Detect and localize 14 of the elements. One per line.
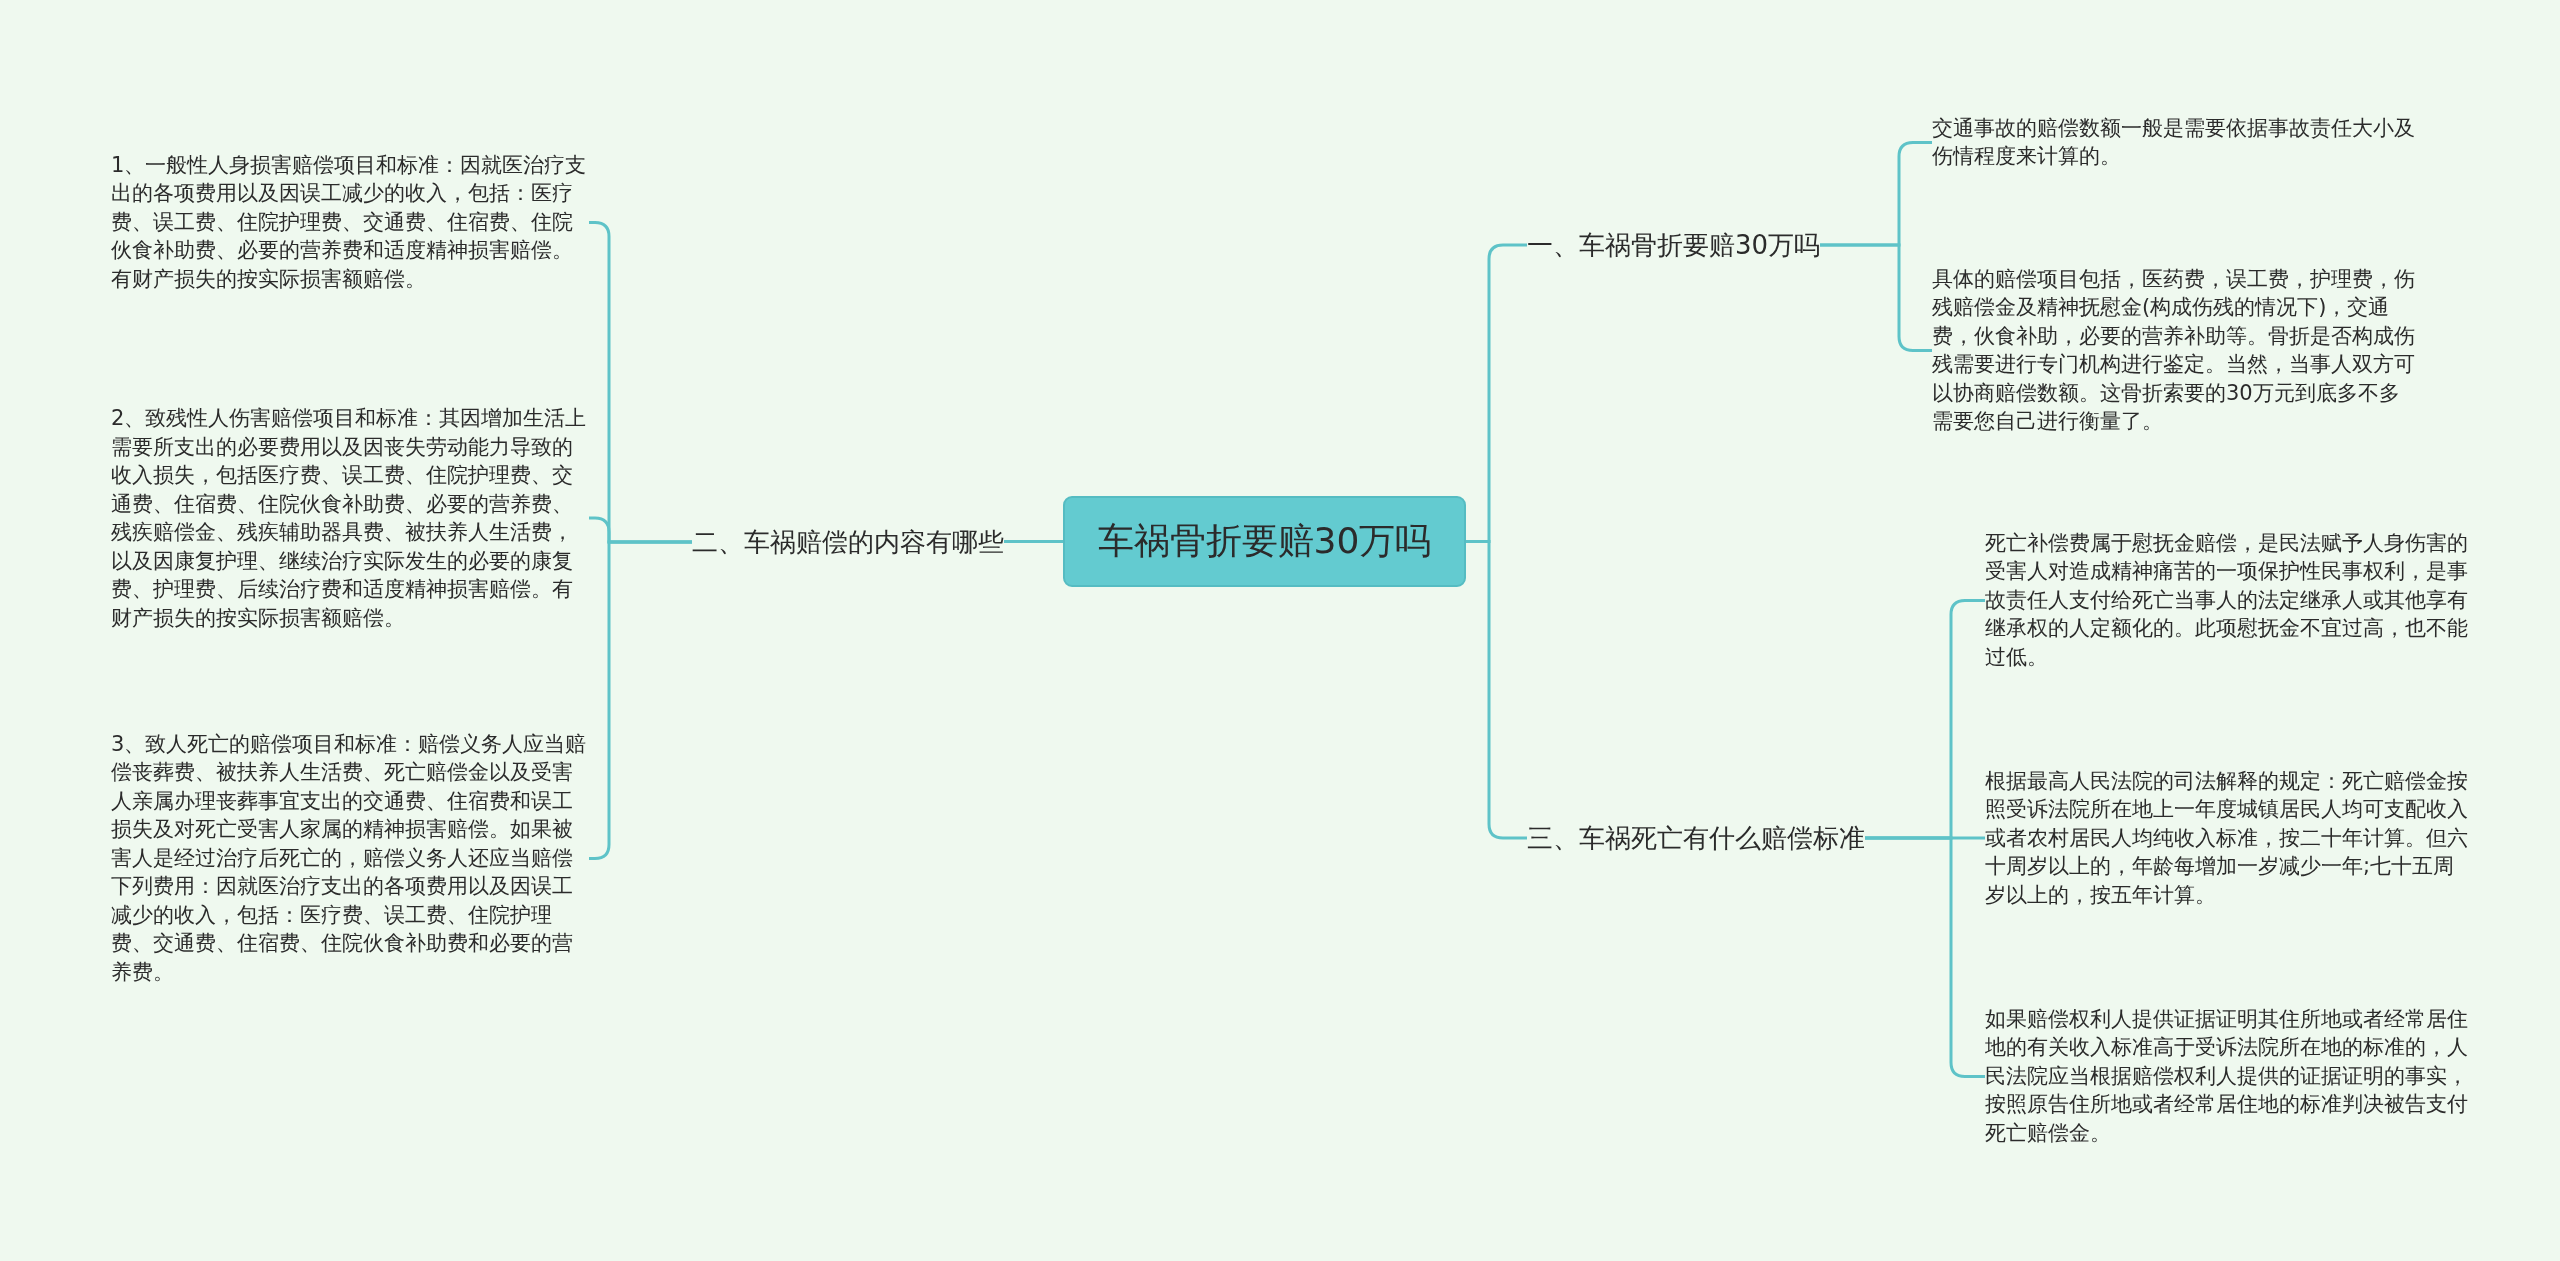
note-text: 具体的赔偿项目包括，医药费，误工费，护理费，伤残赔偿金及精神抚慰金(构成伤残的情况下)，交通费，伙食补助，必要的营养补助等。骨折是否构成伤残需要进行专门机构进行鉴定。当然，当事人双方可以协商赔偿数额。这骨折索要的30万元到底多不多需要您自己进行衡量了。 [1932,264,2417,436]
central-topic-box: 车祸骨折要赔30万吗 [1063,495,1466,587]
note-text: 如果赔偿权利人提供证据证明其住所地或者经常居住地的有关收入标准高于受诉法院所在地的标准的，人民法院应当根据赔偿权利人提供的证据证明的事实，按照原告住所地或者经常居住地的标准判决被告支付死亡赔偿金。 [1985,1004,2470,1147]
note-text: 3、致人死亡的赔偿项目和标准：赔偿义务人应当赔偿丧葬费、被扶养人生活费、死亡赔偿金以及受害人亲属办理丧葬事宜支出的交通费、住宿费和误工损失及对死亡受害人家属的精神损害赔偿。如果被害人是经过治疗后死亡的，赔偿义务人还应当赔偿下列费用：因就医治疗支出的各项费用以及因误工减少的收入，包括：医疗费、误工费、住院护理费、交通费、住宿费、住院伙食补助费和必要的营养费。 [111,729,589,986]
connector-line [1466,540,1527,840]
connector-line [1004,540,1063,543]
note-text: 死亡补偿费属于慰抚金赔偿，是民法赋予人身伤害的受害人对造成精神痛苦的一项保护性民事权利，是事故责任人支付给死亡当事人的法定继承人或其他享有继承权的人定额化的。此项慰抚金不宜过高，也不能过低。 [1985,528,2470,671]
topic-text: 一、车祸骨折要赔30万吗 [1527,228,1821,262]
topic-text: 二、车祸赔偿的内容有哪些 [692,525,1004,559]
note-text: 1、一般性人身损害赔偿项目和标准：因就医治疗支出的各项费用以及因误工减少的收入，包括：医疗费、误工费、住院护理费、交通费、住宿费、住院伙食补助费、必要的营养费和适度精神损害赔偿。有财产损失的按实际损害额赔偿。 [111,150,589,293]
topic-text: 三、车祸死亡有什么赔偿标准 [1527,821,1865,855]
note-text: 根据最高人民法院的司法解释的规定：死亡赔偿金按照受诉法院所在地上一年度城镇居民人均可支配收入或者农村居民人均纯收入标准，按二十年计算。但六十周岁以上的，年龄每增加一岁减少一年;七十五周岁以上的，按五年计算。 [1985,766,2470,909]
note-text: 交通事故的赔偿数额一般是需要依据事故责任大小及伤情程度来计算的。 [1932,113,2417,171]
note-text: 2、致残性人伤害赔偿项目和标准：其因增加生活上需要所支出的必要费用以及因丧失劳动能力导致的收入损失，包括医疗费、误工费、住院护理费、交通费、住宿费、住院伙食补助费、必要的营养费、残疾赔偿金、残疾辅助器具费、被扶养人生活费，以及因康复护理、继续治疗实际发生的必要的康复费、护理费、后续治疗费和适度精神损害赔偿。有财产损失的按实际损害额赔偿。 [111,404,589,632]
